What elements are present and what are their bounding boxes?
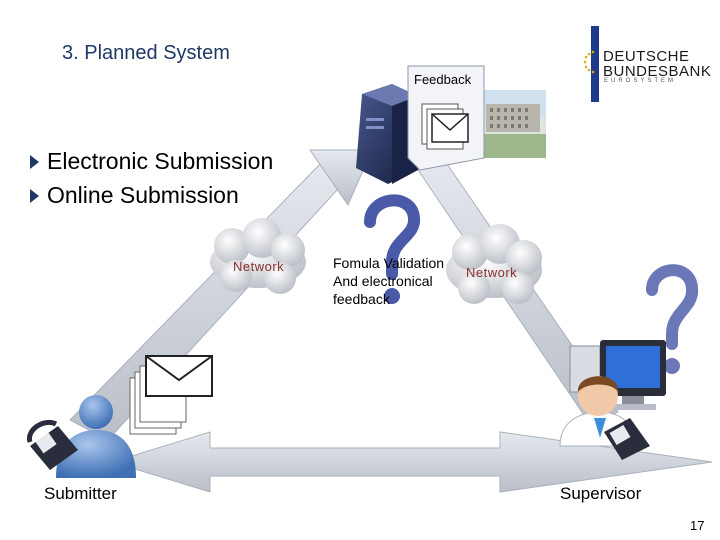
bullet-triangle-icon (30, 188, 39, 203)
network-label-left: Network (233, 259, 285, 274)
bank-eurosystem-label: EUROSYSTEM (604, 78, 677, 84)
horizontal-double-arrow (110, 431, 713, 493)
bundesbank-logo (583, 26, 599, 102)
bullet-item: Electronic Submission (30, 148, 273, 175)
network-cloud-right (446, 224, 542, 304)
slide-title: 3. Planned System (62, 42, 230, 64)
feedback-document-icon (407, 65, 485, 171)
validation-line: feedback (333, 291, 390, 307)
validation-description: Fomula Validation And electronical feedb… (333, 254, 493, 308)
submitter-person-icon (56, 395, 136, 478)
telephone-icon (604, 418, 650, 460)
page-number: 17 (690, 518, 705, 533)
feedback-label: Feedback (414, 72, 472, 87)
validation-line: And electronical (333, 273, 433, 289)
question-mark-icon (364, 194, 421, 304)
bullet-text: Electronic Submission (47, 148, 274, 174)
bank-name-line2: BUNDESBANK (603, 63, 712, 80)
bullet-triangle-icon (30, 154, 39, 169)
bullet-item: Online Submission (30, 182, 239, 209)
question-mark-icon (646, 264, 699, 374)
bullet-text: Online Submission (47, 182, 239, 208)
validation-line: Fomula Validation (333, 255, 445, 271)
bank-name-line1: DEUTSCHE (603, 48, 690, 65)
envelope-documents-icon (129, 355, 213, 435)
bundesbank-building-photo (480, 90, 546, 158)
supervisor-label: Supervisor (560, 484, 642, 503)
telephone-icon (26, 420, 78, 470)
network-label-right: Network (466, 265, 518, 280)
network-cloud-left (210, 218, 306, 294)
submitter-label: Submitter (44, 484, 117, 503)
